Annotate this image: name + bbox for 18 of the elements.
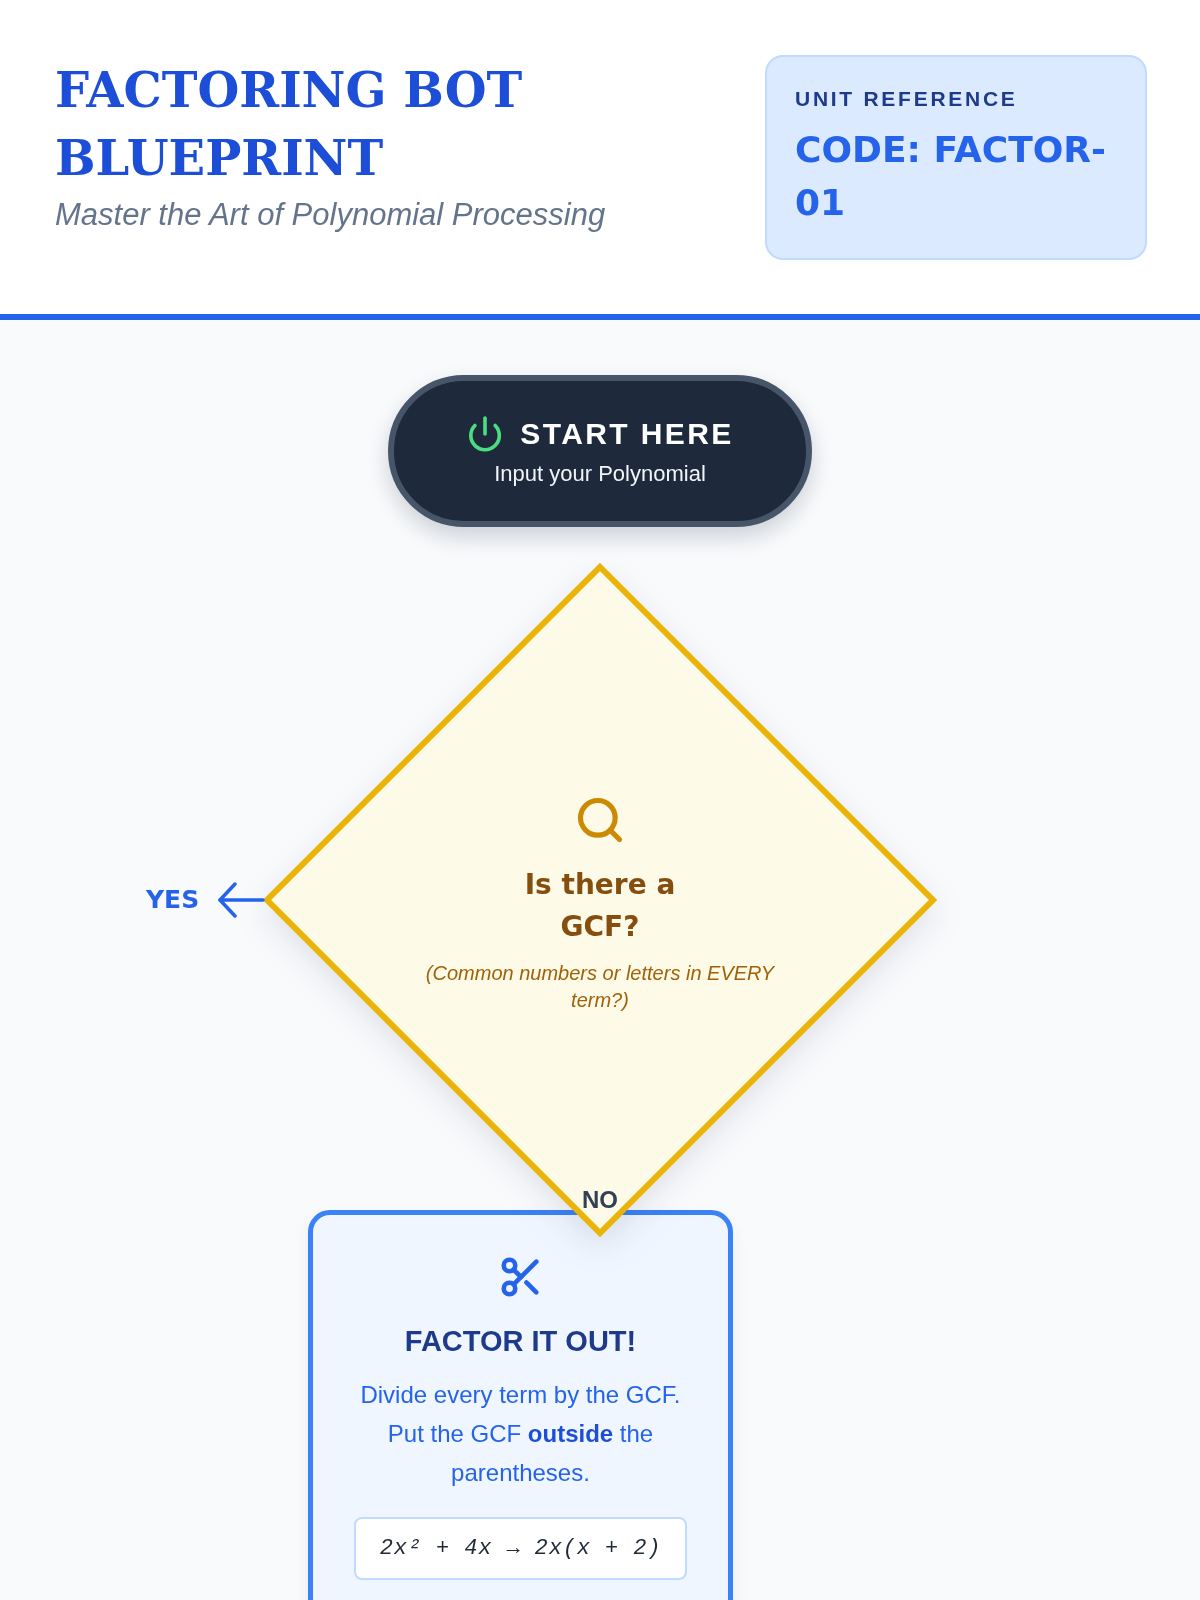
branch-label: YES: [146, 884, 200, 916]
card-label: UNIT REFERENCE: [795, 89, 1018, 109]
process-card: [308, 1210, 733, 1600]
terminal-title: START HERE: [520, 416, 734, 452]
process-description: Divide every term by the GCF. Put the GCF outside the parentheses.: [359, 1380, 682, 1488]
formula-box: [354, 1517, 687, 1580]
process-title: FACTOR IT OUT!: [404, 1324, 637, 1358]
formula-text: 2x² + 4x → 2x(x + 2): [379, 1534, 662, 1563]
branch-label: NO: [581, 1186, 619, 1214]
decision-diamond: [263, 563, 937, 1237]
reference-card: [765, 55, 1147, 260]
decision-hint: (Common numbers or letters in EVERY term?): [424, 961, 776, 1013]
arrow: [218, 882, 265, 918]
subtitle: Master the Art of Polynomial Processing: [55, 196, 606, 234]
terminal-subtitle: Input your Polynomial: [494, 460, 706, 488]
page-title: FACTORING BOT BLUEPRINT: [55, 61, 524, 188]
decision-question: Is there a GCF?: [523, 867, 677, 945]
reference-code: CODE: FACTOR-01: [795, 128, 1107, 225]
